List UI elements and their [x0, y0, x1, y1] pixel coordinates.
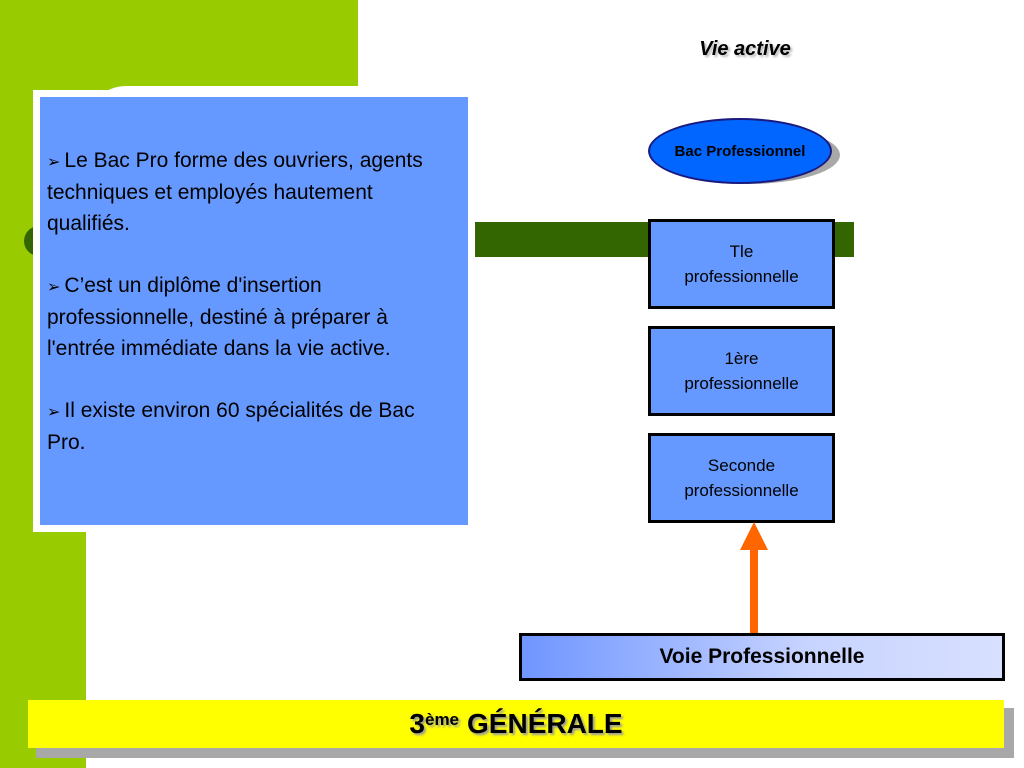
voie-professionnelle-box: Voie Professionnelle [519, 633, 1005, 681]
level-box-premiere: 1ère professionnelle [648, 326, 835, 416]
base-number: 3 [409, 708, 425, 739]
info-panel: ➢Le Bac Pro forme des ouvriers, agents t… [40, 97, 468, 525]
base-text: GÉNÉRALE [467, 708, 623, 739]
arrow-head [740, 522, 768, 550]
info-bullet-text: Le Bac Pro forme des ouvriers, agents te… [47, 149, 423, 235]
level-line2: professionnelle [684, 374, 799, 393]
level-line2: professionnelle [684, 481, 799, 500]
arrow-bullet-icon: ➢ [47, 402, 61, 421]
level-line1: 1ère [724, 349, 759, 368]
bac-professionnel-oval: Bac Professionnel [648, 118, 832, 184]
vie-active-label: Vie active [699, 38, 791, 60]
info-bullet-text: C’est un diplôme d'insertion professionn… [47, 274, 391, 360]
level-box-terminale: Tle professionnelle [648, 219, 835, 309]
base-superscript: ème [424, 710, 460, 729]
info-bullet-3: ➢Il existe environ 60 spécialités de Bac… [47, 395, 454, 458]
arrow-bullet-icon: ➢ [47, 152, 61, 171]
arrow-shaft [750, 548, 758, 636]
top-green-block [0, 0, 358, 96]
info-bullet-1: ➢Le Bac Pro forme des ouvriers, agents t… [47, 145, 454, 239]
level-line1: Seconde [707, 456, 776, 475]
voie-label: Voie Professionnelle [659, 645, 865, 668]
level-line1: Tle [729, 242, 754, 261]
oval-label: Bac Professionnel [674, 142, 806, 160]
info-bullet-text: Il existe environ 60 spécialités de Bac … [47, 399, 415, 454]
level-box-seconde: Seconde professionnelle [648, 433, 835, 523]
up-arrow-icon [740, 522, 768, 636]
arrow-bullet-icon: ➢ [47, 277, 61, 296]
info-bullet-2: ➢C’est un diplôme d'insertion profession… [47, 270, 454, 364]
level-line2: professionnelle [684, 267, 799, 286]
